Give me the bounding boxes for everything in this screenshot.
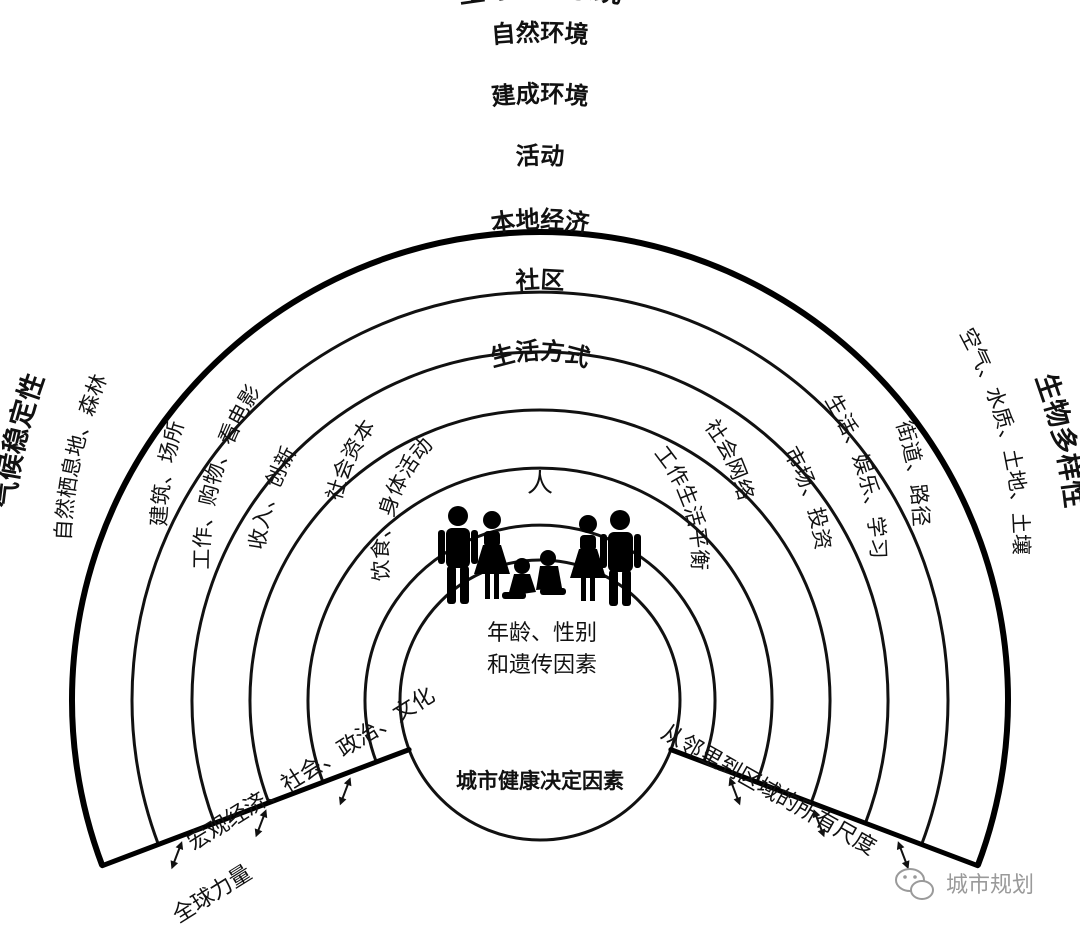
scale-arrow <box>812 809 826 838</box>
right-label-economy: 市场、投资 <box>779 443 835 552</box>
outer-right-label-text: 生物多样性 <box>1029 370 1080 510</box>
right-edge <box>668 747 981 869</box>
ring-label-built-text: 建成环境 <box>490 80 590 111</box>
right-label-economy-text: 市场、投资 <box>779 443 835 552</box>
woman-right-icon <box>570 515 606 601</box>
woman-left-icon <box>474 511 510 599</box>
center-title: 人 <box>527 469 553 499</box>
man-right-icon <box>600 510 641 606</box>
left-label-community-text: 社会资本 <box>322 415 380 503</box>
ring-label-activity-text: 活动 <box>515 142 565 171</box>
ring-label-built: 建成环境 <box>490 80 590 111</box>
ring-label-activity: 活动 <box>515 142 565 171</box>
man-left-icon <box>438 506 478 604</box>
ring-boundary-community <box>363 523 717 763</box>
bottom-left-label: 宏观经济、社会、政治、文化 <box>184 683 440 856</box>
right-label-community-text: 社会网络 <box>700 415 758 503</box>
bottom-left-label-line2: 全球力量 <box>169 861 257 929</box>
ring-label-economy: 本地经济 <box>489 206 592 238</box>
scale-arrows <box>170 777 910 870</box>
ring-boundary-natural <box>130 290 950 846</box>
scale-arrow <box>339 777 352 806</box>
left-edge <box>99 747 412 869</box>
diagram-title: 全球生态系统 <box>455 0 624 10</box>
ring-label-lifestyle: 生活方式 <box>487 337 593 373</box>
left-label-natural: 自然栖息地、森林 <box>51 371 112 541</box>
center-line-1: 年龄、性别 <box>487 621 597 646</box>
ring-label-natural-text: 自然环境 <box>490 19 589 50</box>
scale-arrow <box>728 777 741 806</box>
fan-edges <box>99 747 981 869</box>
wechat-icon <box>895 868 934 900</box>
bottom-left-label-text: 宏观经济、社会、政治、文化 <box>184 683 440 856</box>
ring-label-natural: 自然环境 <box>490 19 589 50</box>
scale-arrow <box>896 841 910 870</box>
concentric-rings <box>69 229 1011 867</box>
ring-label-lifestyle-text: 生活方式 <box>487 337 593 373</box>
left-label-natural-text: 自然栖息地、森林 <box>51 371 112 541</box>
center-line-2: 和遗传因素 <box>487 653 597 678</box>
left-label-economy-text: 收入、创新 <box>245 443 301 552</box>
outer-left-label: 气候稳定性 <box>0 370 51 511</box>
right-label-natural: 空气、水质、土地、土壤 <box>955 324 1033 555</box>
left-label-community: 社会资本 <box>322 415 380 503</box>
ring-label-community-text: 社区 <box>515 266 566 295</box>
family-icon <box>438 506 641 606</box>
outer-left-label-text: 气候稳定性 <box>0 370 51 511</box>
diagram-title-text: 全球生态系统 <box>455 0 624 10</box>
child-left-icon <box>502 558 536 599</box>
ring-boundary-outer <box>69 229 1011 867</box>
outer-right-label: 生物多样性 <box>1029 370 1080 510</box>
right-label-natural-text: 空气、水质、土地、土壤 <box>955 324 1033 555</box>
watermark-text: 城市规划 <box>946 873 1034 898</box>
left-label-lifestyle: 饮食、身体活动 <box>368 433 437 582</box>
child-right-icon <box>536 550 566 595</box>
left-label-lifestyle-text: 饮食、身体活动 <box>368 433 437 582</box>
right-label-community: 社会网络 <box>700 415 758 503</box>
ring-label-economy-text: 本地经济 <box>489 206 592 238</box>
left-label-economy: 收入、创新 <box>245 443 301 552</box>
ring-boundary-activity <box>248 408 832 804</box>
ring-boundary-built <box>190 350 890 824</box>
ring-label-community: 社区 <box>515 266 566 295</box>
scale-arrow <box>254 809 268 838</box>
bottom-center-label: 城市健康决定因素 <box>456 769 624 793</box>
scale-arrow <box>170 841 184 870</box>
center-circle <box>398 558 682 842</box>
ring-boundary-economy <box>306 466 774 783</box>
